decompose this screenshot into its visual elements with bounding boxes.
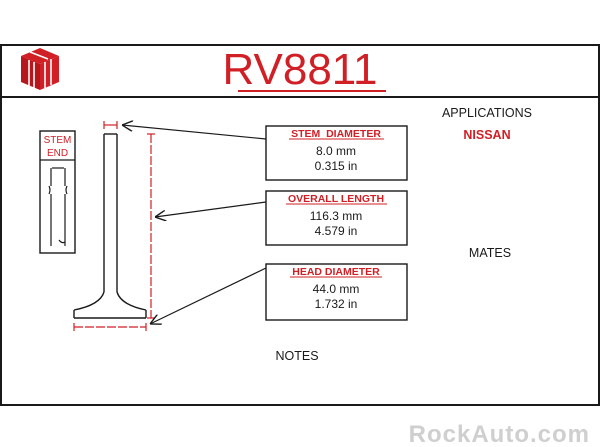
overall-length-box <box>265 190 408 246</box>
stem-diameter-title: STEM DIAMETER <box>291 128 381 140</box>
mates-heading: MATES <box>469 246 511 260</box>
rockauto-watermark: RockAuto.com <box>409 421 590 447</box>
stem-diameter-leader-arrow <box>122 125 267 140</box>
overall-length-in: 4.579 in <box>315 224 358 238</box>
stem-end-detail <box>48 167 68 246</box>
applications-heading: APPLICATIONS <box>442 106 532 120</box>
head-diameter-leader-arrow <box>150 267 267 324</box>
dimension-lines <box>73 121 155 331</box>
overall-length-leader-arrow <box>155 201 267 217</box>
stem-diameter-mm: 8.0 mm <box>316 144 356 158</box>
valve-drawing <box>73 133 147 319</box>
overall-length-title: OVERALL LENGTH <box>288 193 384 205</box>
notes-heading: NOTES <box>275 349 318 363</box>
head-diameter-box <box>265 263 408 321</box>
rockauto-cube-logo-icon <box>21 48 59 90</box>
part-number: RV8811 <box>223 45 378 94</box>
stem-diameter-in: 0.315 in <box>315 159 358 173</box>
overall-length-mm: 116.3 mm <box>310 209 362 223</box>
application-make-nissan[interactable]: NISSAN <box>463 128 510 142</box>
stem-end-label-line1: STEM <box>44 135 72 146</box>
head-diameter-mm: 44.0 mm <box>313 282 360 296</box>
stem-end-label-line2: END <box>47 148 68 159</box>
head-diameter-title: HEAD DIAMETER <box>292 266 380 278</box>
stem-diameter-box <box>265 125 408 181</box>
stem-end-box <box>39 130 76 254</box>
head-diameter-in: 1.732 in <box>315 297 358 311</box>
body-frame <box>0 96 600 406</box>
